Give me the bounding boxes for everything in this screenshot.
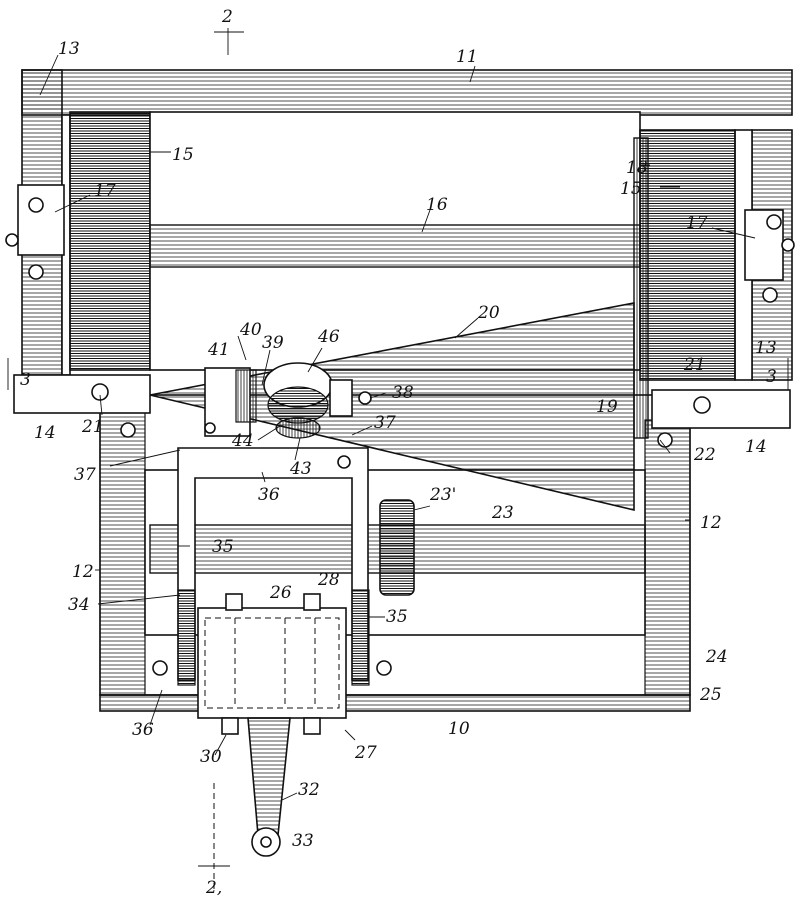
label-37-right: 37 bbox=[374, 413, 396, 433]
label-39: 39 bbox=[262, 333, 284, 353]
label-17-right: 17 bbox=[686, 213, 708, 233]
label-21-left: 21 bbox=[81, 417, 104, 437]
gear-18 bbox=[633, 137, 649, 439]
label-38: 38 bbox=[392, 383, 414, 403]
label-3-right: 3 bbox=[766, 367, 777, 387]
label-30: 30 bbox=[200, 747, 222, 767]
label-19: 19 bbox=[596, 397, 618, 417]
leader-lines bbox=[39, 54, 756, 801]
arm-32 bbox=[247, 717, 291, 857]
shaft-23 bbox=[149, 499, 646, 596]
label-12-right: 12 bbox=[700, 513, 722, 533]
label-35-right: 35 bbox=[386, 607, 408, 627]
label-24: 24 bbox=[705, 647, 728, 667]
label-34: 34 bbox=[68, 595, 90, 615]
label-33: 33 bbox=[292, 831, 314, 851]
label-13-right: 13 bbox=[755, 338, 777, 358]
label-15-left: 15 bbox=[172, 145, 194, 165]
label-23-prime: 23' bbox=[429, 485, 456, 505]
label-12-left: 12 bbox=[72, 562, 94, 582]
label-46: 46 bbox=[317, 327, 340, 347]
label-20: 20 bbox=[477, 303, 500, 323]
label-27: 27 bbox=[354, 743, 377, 763]
reference-labels: 2 2, 3 3 10 11 12 12 13 13 14 14 15 15 1… bbox=[20, 7, 777, 898]
label-18: 18 bbox=[626, 158, 648, 178]
label-36-bottom: 36 bbox=[132, 720, 154, 740]
label-11: 11 bbox=[456, 47, 478, 67]
label-21-right: 21 bbox=[683, 355, 706, 375]
label-14-right: 14 bbox=[745, 437, 767, 457]
label-14-left: 14 bbox=[34, 423, 56, 443]
label-17-left: 17 bbox=[94, 181, 116, 201]
label-37-left: 37 bbox=[74, 465, 96, 485]
label-10: 10 bbox=[448, 719, 470, 739]
drum-15 bbox=[69, 111, 736, 381]
label-23: 23 bbox=[491, 503, 514, 523]
carriage-frame-36 bbox=[177, 447, 370, 686]
label-13-left: 13 bbox=[58, 39, 80, 59]
label-35-left: 35 bbox=[212, 537, 234, 557]
label-32: 32 bbox=[298, 780, 320, 800]
label-40: 40 bbox=[239, 320, 262, 340]
label-36-top: 36 bbox=[258, 485, 280, 505]
section-line-2 bbox=[198, 28, 244, 890]
label-3-left: 3 bbox=[20, 370, 31, 390]
bars-14 bbox=[13, 374, 791, 448]
label-26: 26 bbox=[269, 583, 292, 603]
label-2-bottom: 2, bbox=[205, 878, 222, 898]
cone-20 bbox=[149, 302, 635, 512]
label-16: 16 bbox=[426, 195, 448, 215]
label-43: 43 bbox=[289, 459, 312, 479]
label-25: 25 bbox=[699, 685, 722, 705]
dial-mechanism-46 bbox=[204, 362, 372, 469]
label-41: 41 bbox=[207, 340, 230, 360]
base-plate-10 bbox=[99, 694, 691, 712]
bearings-17 bbox=[5, 184, 795, 303]
label-44: 44 bbox=[231, 431, 254, 451]
label-2-top: 2 bbox=[221, 7, 233, 27]
top-frame-11 bbox=[21, 69, 793, 116]
label-22: 22 bbox=[693, 445, 716, 465]
label-15-right: 15 bbox=[620, 179, 642, 199]
tool-block-26 bbox=[152, 593, 392, 735]
label-28: 28 bbox=[317, 570, 340, 590]
